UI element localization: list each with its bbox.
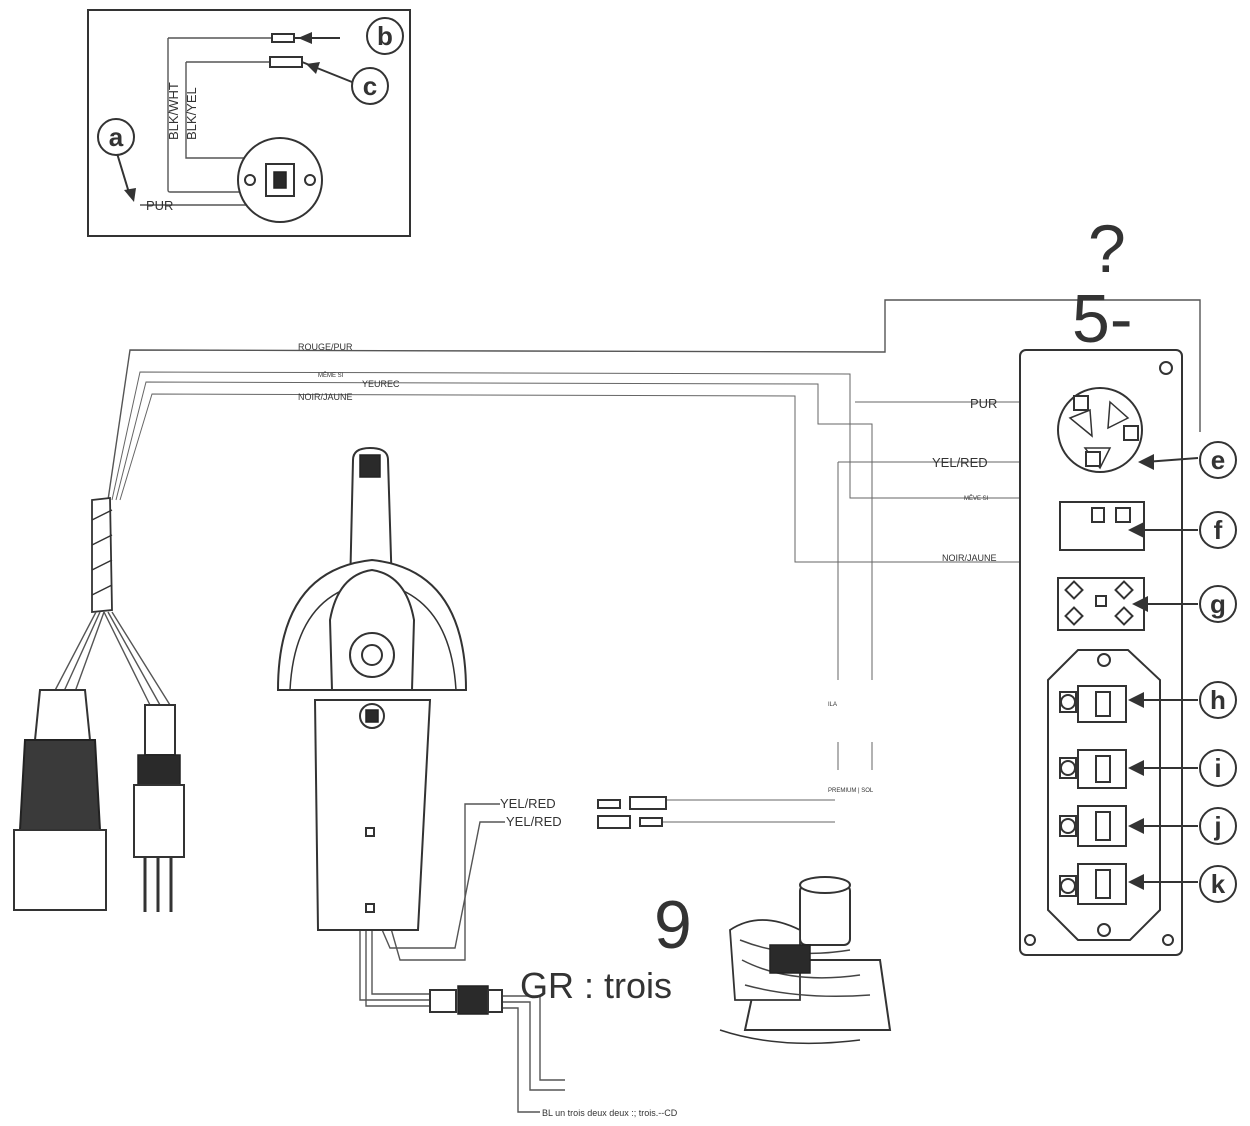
svg-text:e: e xyxy=(1211,445,1225,475)
svg-text:i: i xyxy=(1214,753,1221,783)
svg-text:k: k xyxy=(1211,869,1226,899)
label-small-1: ILA xyxy=(828,702,837,708)
inset-wire-blk-wht: BLK/WHT xyxy=(166,82,181,140)
callout-k: k xyxy=(1199,865,1237,903)
svg-text:b: b xyxy=(377,21,393,51)
svg-text:j: j xyxy=(1213,811,1221,841)
svg-text:a: a xyxy=(109,122,124,152)
label-yel-red-2: YEL/RED xyxy=(506,814,562,829)
inset-wire-pur: PUR xyxy=(146,198,173,213)
fuse-i xyxy=(1059,749,1127,789)
callout-c: c xyxy=(351,67,389,105)
svg-text:f: f xyxy=(1214,515,1223,545)
label-yeurec: YEUREC xyxy=(362,379,400,389)
harness-sleeve xyxy=(49,496,171,706)
fuse-k xyxy=(1059,863,1127,905)
label-noir-jaune-top: NOIR/JAUNE xyxy=(298,392,353,402)
large-plug xyxy=(13,689,107,911)
small-plug xyxy=(133,704,185,912)
callout-i: i xyxy=(1199,749,1237,787)
label-yel-red-1: YEL/RED xyxy=(500,796,556,811)
switch-panel xyxy=(1019,349,1183,956)
callout-e: e xyxy=(1199,441,1237,479)
callout-j: j xyxy=(1199,807,1237,845)
fuse-h xyxy=(1059,685,1127,723)
svg-text:g: g xyxy=(1210,589,1226,619)
inset-wire-blk-yel: BLK/YEL xyxy=(184,87,199,140)
panel-callout-arrows xyxy=(1128,454,1199,890)
overlay-nine: 9 xyxy=(654,887,692,963)
overlay-gr-trois: GR : trois xyxy=(520,965,672,1006)
label-rouge-pur: ROUGE/PUR xyxy=(298,342,353,352)
overlay-question: ? xyxy=(1088,211,1126,287)
callout-h: h xyxy=(1199,681,1237,719)
svg-text:h: h xyxy=(1210,685,1226,715)
remote-control-box xyxy=(276,446,468,931)
label-meme-top: MÊME SI xyxy=(318,371,344,379)
label-pur: PUR xyxy=(970,396,997,411)
overlay-bottom-line: BL un trois deux deux :; trois.--CD xyxy=(542,1108,678,1118)
fuse-j xyxy=(1059,805,1127,847)
overlay-five: 5- xyxy=(1072,281,1132,357)
trim-pump-motor xyxy=(719,876,892,1045)
inset-box xyxy=(87,9,411,237)
callout-a: a xyxy=(97,118,135,156)
label-yel-red-panel: YEL/RED xyxy=(932,455,988,470)
label-meme-panel: MÊVE SI xyxy=(964,494,989,502)
callout-f: f xyxy=(1199,511,1237,549)
label-noir-jaune-panel: NOIR/JAUNE xyxy=(942,553,997,563)
label-small-2: PREMIUM | SOL xyxy=(828,788,874,794)
svg-text:c: c xyxy=(363,71,377,101)
yel-red-connectors xyxy=(597,796,667,829)
bottom-connector xyxy=(429,985,503,1015)
callout-g: g xyxy=(1199,585,1237,623)
callout-b: b xyxy=(366,17,404,55)
